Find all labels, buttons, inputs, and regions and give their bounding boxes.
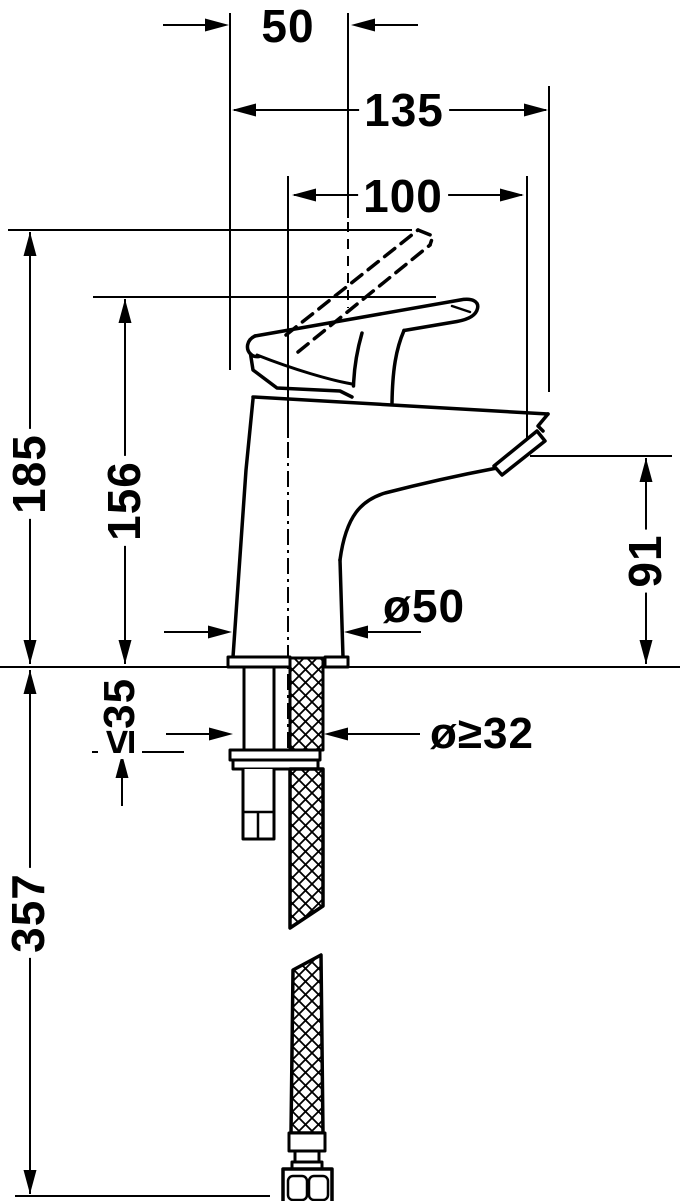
handle-base-surface xyxy=(255,353,354,386)
dim-label-height-closed: 156 xyxy=(98,456,150,546)
body-front-edge xyxy=(231,397,255,659)
mounting-stud-divider xyxy=(241,810,276,841)
body-top-rim xyxy=(251,395,550,416)
hex-nut-facet-right xyxy=(307,1174,330,1201)
dimension-lines xyxy=(29,24,647,1194)
handle-neck-back xyxy=(390,328,406,405)
hex-nut-facet-left xyxy=(286,1174,309,1201)
dim-label-height-open: 185 xyxy=(3,429,55,519)
supply-hose-lower xyxy=(289,953,325,1135)
mounting-shank xyxy=(242,665,276,752)
handle-open-position-dashed xyxy=(284,228,435,354)
dim-label-base-diameter: ø50 xyxy=(377,583,471,629)
spout-underside xyxy=(338,466,499,562)
dim-label-total-width: 135 xyxy=(359,87,449,133)
base-flange-left xyxy=(226,655,292,669)
dimension-arrowheads xyxy=(23,18,653,1194)
dim-label-deck-thickness: ≤35 xyxy=(95,672,144,760)
dim-label-hose-length: 357 xyxy=(2,868,54,958)
spout-tip-face xyxy=(536,412,550,433)
supply-hose-upper xyxy=(288,656,325,752)
handle-lever-tip-facet xyxy=(450,304,472,314)
aerator xyxy=(492,429,547,477)
dim-label-handle-overhang: 50 xyxy=(256,3,320,49)
base-flange-right xyxy=(323,655,350,669)
body-back-edge xyxy=(338,558,345,659)
dim-label-spout-height: 91 xyxy=(619,529,671,593)
hose-neck xyxy=(293,1149,321,1164)
hose-ferrule xyxy=(287,1131,327,1153)
dim-label-spout-reach: 100 xyxy=(358,173,448,219)
handle-neck-front xyxy=(351,331,364,388)
supply-hose-middle xyxy=(288,767,325,930)
extension-lines xyxy=(0,13,680,1197)
below-deck-parts xyxy=(228,656,334,1201)
handle-base-cap xyxy=(248,352,354,399)
dim-label-hole-diameter: ø≥32 xyxy=(425,712,539,756)
handle-lever xyxy=(253,297,480,338)
faucet-body-outline xyxy=(226,297,550,669)
